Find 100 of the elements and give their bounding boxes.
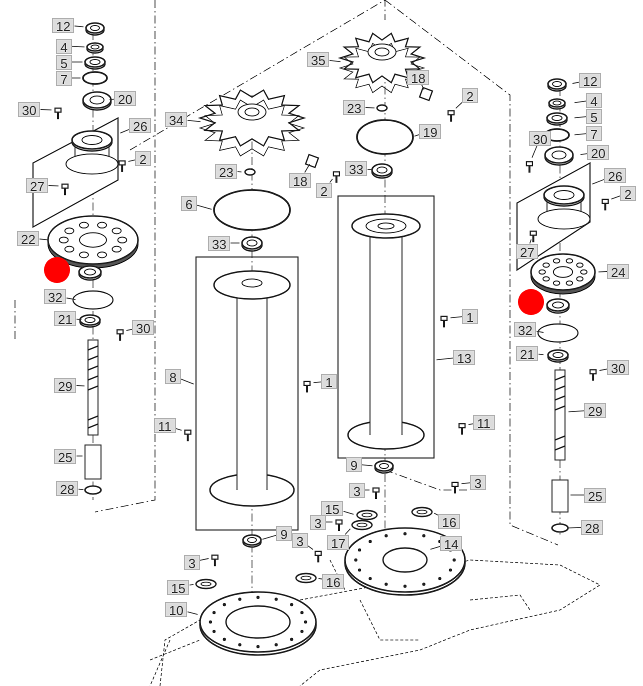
callout-number: 20 — [114, 90, 136, 106]
leader-line — [610, 195, 620, 200]
callout-number: 11 — [473, 414, 494, 430]
leader-line — [574, 116, 586, 118]
callout-number: 22 — [17, 230, 40, 246]
callout-number: 17 — [327, 534, 350, 550]
leader-line — [200, 558, 210, 561]
leader-line — [187, 120, 201, 122]
leader-line — [66, 298, 76, 300]
callout-number: 35 — [307, 52, 330, 66]
leader-line — [365, 107, 375, 108]
callout-number: 23 — [343, 100, 366, 114]
callout-number: 5 — [586, 108, 602, 124]
leader-line — [574, 100, 586, 104]
leader-line — [76, 385, 85, 386]
callout-number: 16 — [438, 514, 460, 528]
callout-number: 30 — [607, 360, 630, 374]
callout-number: 2 — [462, 88, 478, 102]
callout-number: 28 — [56, 480, 78, 496]
callout-number: 7 — [586, 126, 602, 140]
callout-number: 28 — [581, 520, 604, 534]
leader-line — [120, 129, 130, 134]
callout-number: 26 — [129, 118, 152, 132]
callout-number: 5 — [56, 54, 72, 70]
callout-number: 34 — [165, 112, 188, 126]
callout-number: 19 — [419, 124, 442, 138]
callout-number: 30 — [132, 320, 154, 334]
leader-line — [434, 512, 438, 516]
leader-line — [570, 494, 584, 496]
callout-number: 4 — [56, 38, 72, 54]
callout-number: 29 — [584, 402, 606, 418]
leader-line — [187, 611, 198, 615]
callout-number: 1 — [321, 374, 337, 388]
leader-line — [568, 526, 582, 528]
callout-number: 18 — [407, 70, 430, 84]
leader-line — [76, 318, 82, 320]
callout-number: 33 — [208, 236, 230, 250]
callout-number: 3 — [292, 532, 308, 548]
callout-number: 21 — [54, 310, 76, 326]
leader-line — [343, 510, 354, 515]
callout-number: 3 — [184, 554, 200, 570]
leader-line — [455, 102, 462, 109]
callout-number: 12 — [579, 72, 602, 88]
leader-line — [230, 242, 240, 244]
leader-line — [344, 528, 351, 535]
leader-line — [568, 410, 584, 412]
leader-line — [599, 368, 608, 371]
callout-number: 2 — [135, 150, 151, 166]
callout-number: 27 — [516, 244, 538, 258]
callout-number: 29 — [54, 378, 76, 392]
leader-line — [367, 168, 372, 170]
callout-number: 13 — [453, 350, 476, 364]
leader-line — [574, 133, 586, 136]
callout-number: 10 — [165, 602, 188, 616]
leader-line — [430, 546, 440, 550]
callout-number: 20 — [587, 144, 610, 160]
callout-number: 8 — [165, 368, 181, 384]
callout-number: 11 — [154, 418, 176, 432]
leader-line — [128, 159, 136, 162]
leader-line — [72, 46, 85, 48]
leader-line — [529, 238, 532, 244]
callout-number: 1 — [462, 308, 478, 324]
callout-number: 9 — [346, 456, 362, 472]
leader-line — [262, 534, 276, 540]
callout-number: 33 — [345, 160, 368, 176]
leader-line — [436, 358, 454, 360]
leader-line — [536, 330, 544, 333]
callout-number: 3 — [349, 482, 365, 498]
callout-number: 4 — [586, 92, 602, 108]
callout-number: 3 — [310, 514, 326, 530]
leader-line — [468, 423, 474, 426]
leader-line — [592, 179, 604, 185]
callout-number: 6 — [181, 196, 197, 210]
callout-number: 24 — [607, 264, 630, 278]
callout-number: 2 — [620, 186, 636, 200]
leader-line — [414, 134, 420, 137]
callout-number: 32 — [514, 322, 536, 336]
callout-number: 32 — [44, 288, 66, 304]
callout-number: 26 — [604, 168, 626, 182]
callout-number: 7 — [56, 70, 72, 86]
leader-line — [329, 60, 341, 62]
callout-number: 25 — [54, 448, 76, 464]
leader-line — [48, 185, 59, 186]
leader-line — [126, 328, 132, 331]
callout-number: 15 — [167, 580, 190, 594]
leader-line — [40, 109, 52, 110]
leader-line — [450, 316, 462, 318]
leader-line — [580, 153, 588, 156]
leader-line — [318, 578, 322, 580]
leader-line — [421, 84, 424, 90]
leader-line — [313, 381, 322, 384]
leader-line — [189, 584, 194, 586]
callout-number: 30 — [18, 102, 40, 116]
leader-line — [572, 82, 580, 84]
leader-line — [461, 482, 470, 484]
callout-number: 27 — [26, 178, 48, 192]
leader-line — [532, 145, 538, 158]
callout-number: 9 — [276, 526, 292, 540]
callout-number: 25 — [584, 488, 606, 502]
leader-line — [74, 26, 84, 28]
